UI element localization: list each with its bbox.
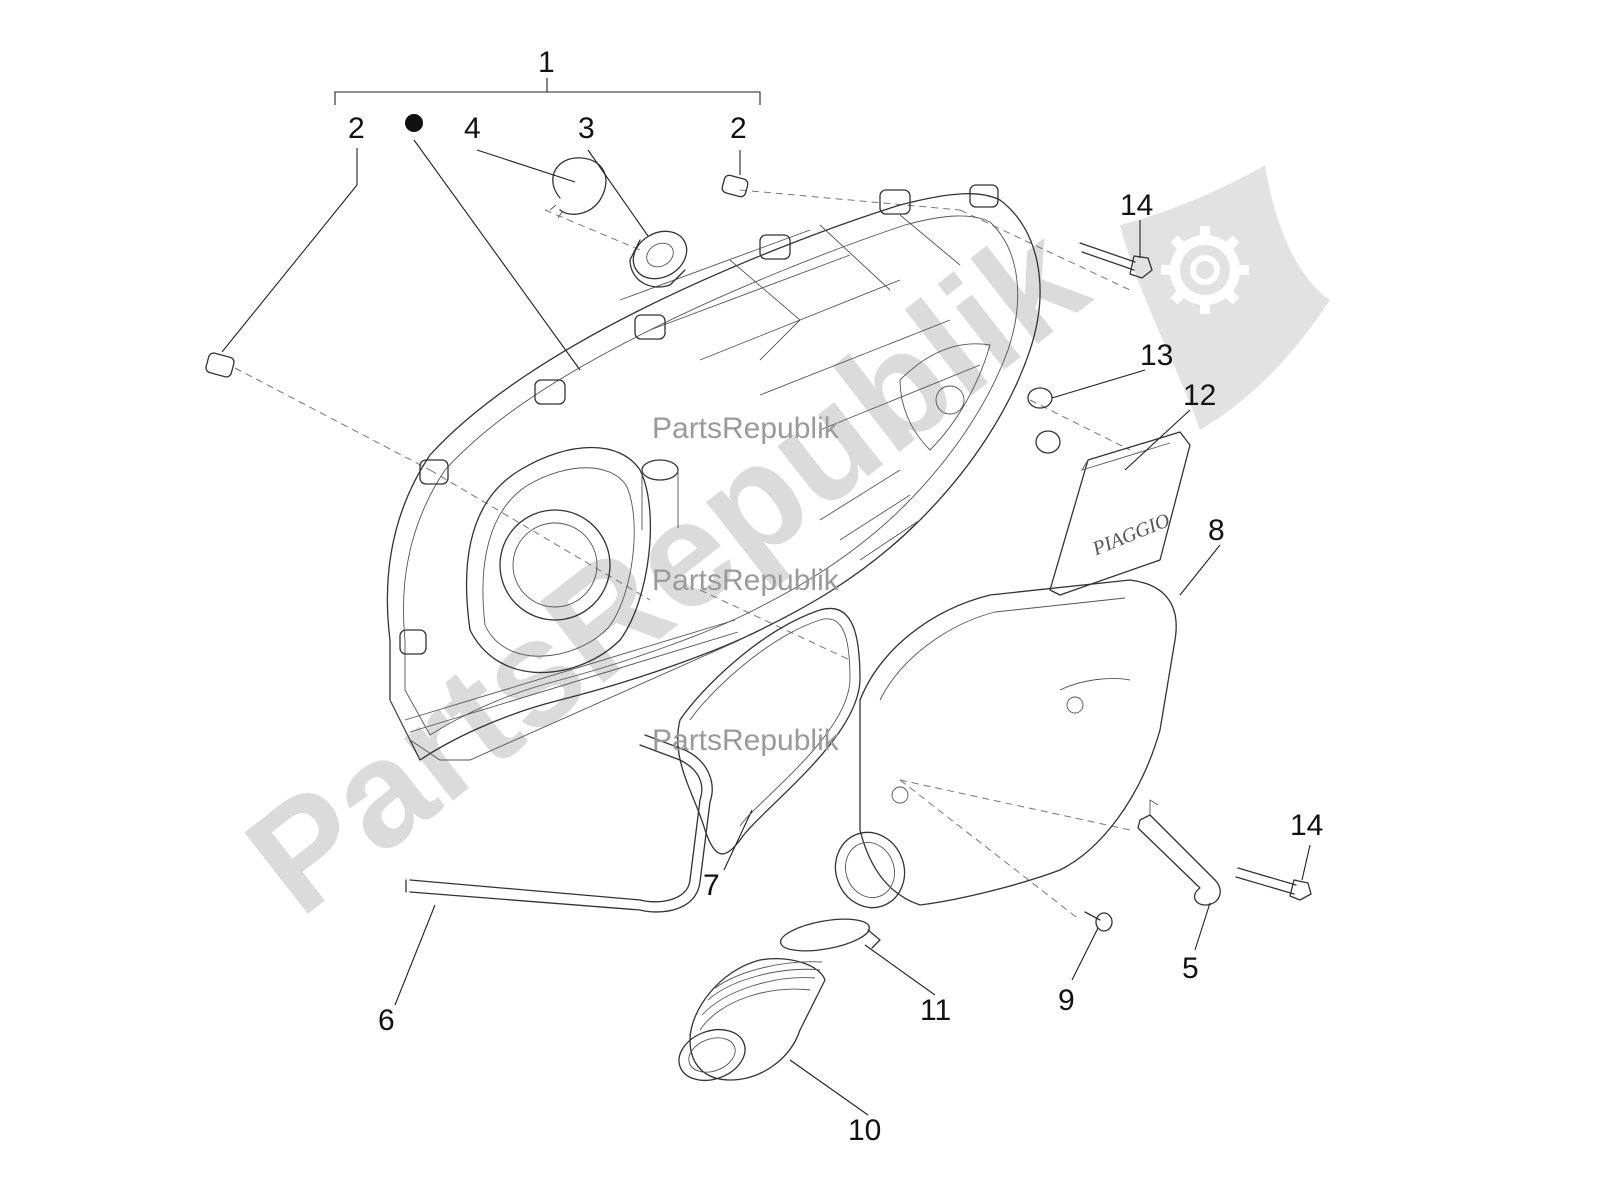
air-intake-housing xyxy=(834,579,1177,909)
leader-lines xyxy=(221,139,1311,1116)
watermark-small-group: PartsRepublik PartsRepublik PartsRepubli… xyxy=(652,412,840,757)
callout-1: 1 xyxy=(538,46,555,79)
callout-2-left: 2 xyxy=(348,112,365,145)
hose-clamp xyxy=(779,918,881,952)
rubber-pad-upper xyxy=(1027,387,1053,409)
badge-plate: PIAGGIO xyxy=(1049,431,1191,596)
callout-7: 7 xyxy=(703,869,720,902)
callout-14-upper: 14 xyxy=(1120,189,1153,222)
callout-10: 10 xyxy=(848,1114,881,1147)
watermark-small-1: PartsRepublik xyxy=(652,412,840,445)
rubber-bellows xyxy=(678,958,826,1082)
watermark-small-3: PartsRepublik xyxy=(652,724,840,757)
gear-icon xyxy=(1161,226,1249,314)
circlip xyxy=(549,157,607,219)
cover-logo: PIAGGIO xyxy=(1089,509,1173,560)
alignment-lines xyxy=(234,189,1131,921)
watermark-logo xyxy=(1120,165,1330,430)
dowel-pin-left xyxy=(205,352,235,378)
callout-12: 12 xyxy=(1183,379,1216,412)
crankcase-cover xyxy=(386,184,1041,761)
callout-6: 6 xyxy=(378,1004,395,1037)
group-bracket xyxy=(334,78,761,105)
bearing xyxy=(629,230,688,288)
breather-hose xyxy=(405,734,713,913)
watermark-small-2: PartsRepublik xyxy=(652,564,840,597)
callout-4: 4 xyxy=(464,112,481,145)
callout-9: 9 xyxy=(1058,984,1075,1017)
callout-13: 13 xyxy=(1140,339,1173,372)
callout-5: 5 xyxy=(1182,952,1199,985)
callout-11: 11 xyxy=(920,994,951,1027)
callouts: 1 2 4 3 2 14 13 12 8 7 14 6 11 9 5 10 xyxy=(348,46,1323,1147)
callout-2-right: 2 xyxy=(730,112,747,145)
reference-dot xyxy=(405,114,423,132)
bolt-upper xyxy=(1079,242,1153,279)
bolt-lower xyxy=(1235,867,1312,901)
callout-14-lower: 14 xyxy=(1290,809,1323,842)
bracket xyxy=(1137,799,1221,906)
callout-3: 3 xyxy=(578,112,595,145)
callout-8: 8 xyxy=(1208,514,1225,547)
gasket xyxy=(677,607,861,855)
rubber-pad-lower xyxy=(1035,430,1061,454)
dowel-pin-right xyxy=(721,174,749,198)
screw-small xyxy=(1084,911,1113,932)
